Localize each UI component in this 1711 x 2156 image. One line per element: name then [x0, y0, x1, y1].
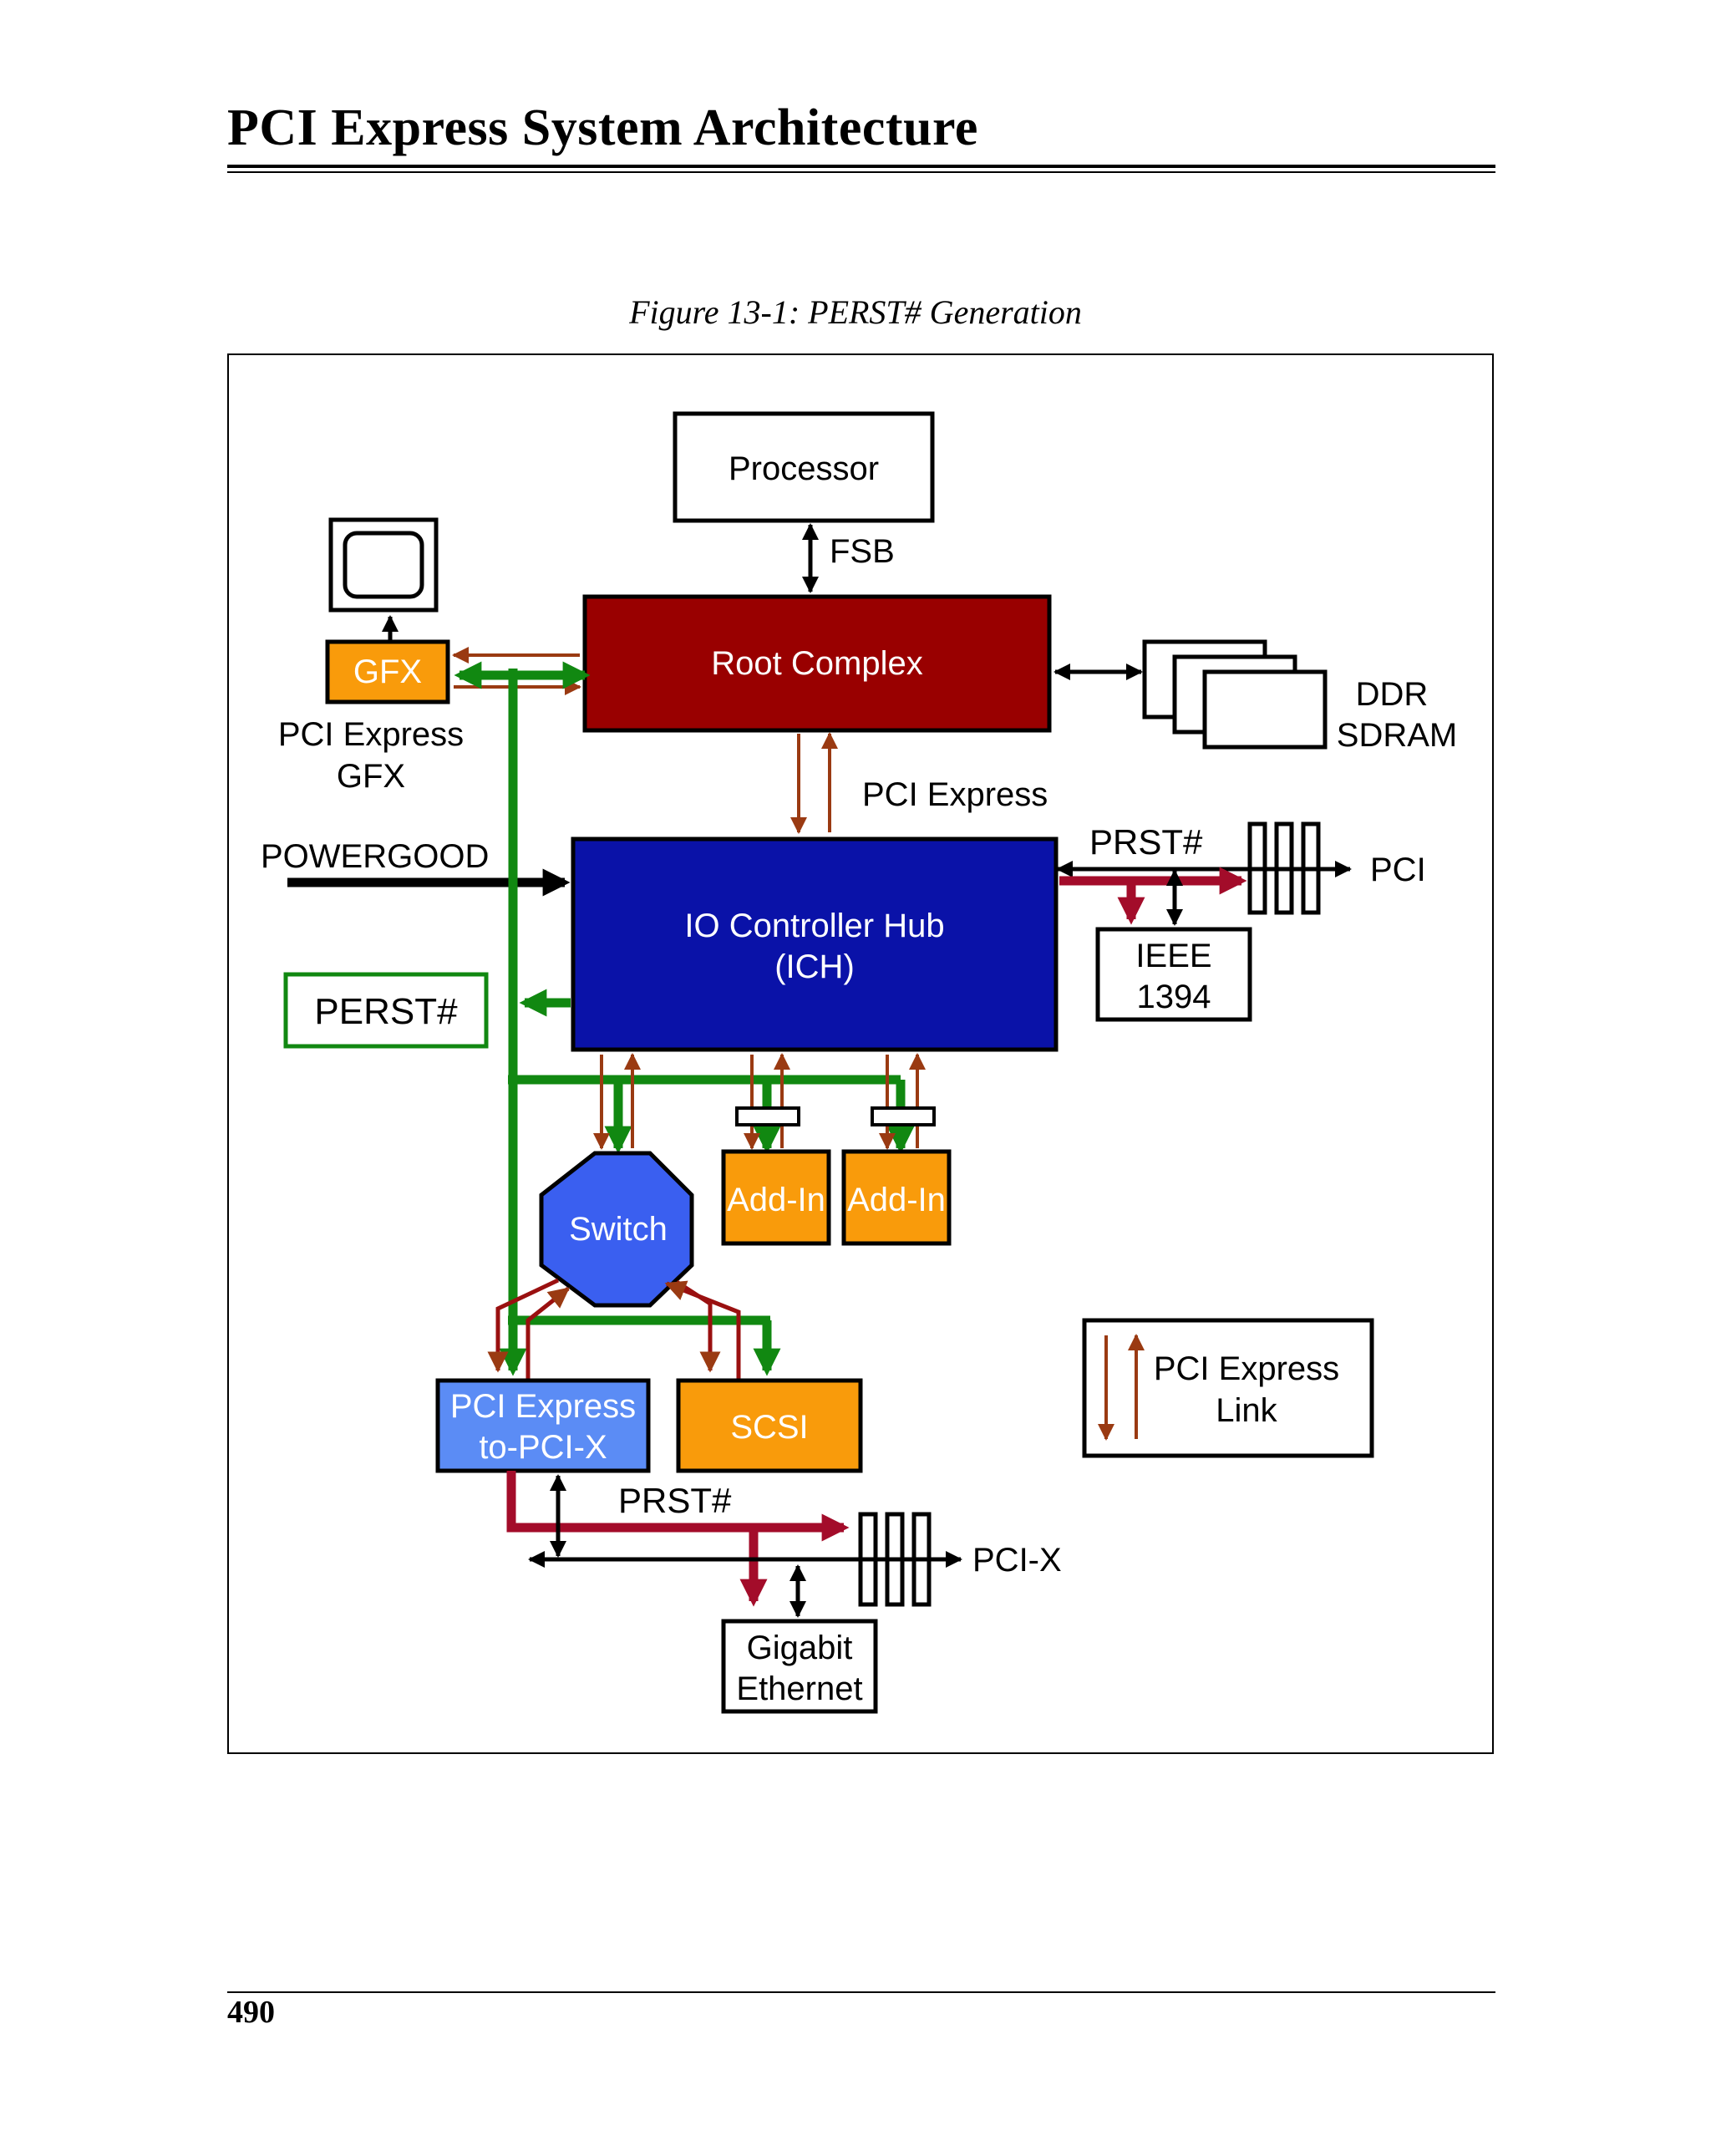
prst-top-label: PRST#	[1089, 822, 1203, 862]
footer-rule	[227, 1991, 1495, 1993]
processor-block: Processor	[673, 411, 935, 523]
switch-scsi-link-up	[664, 1280, 741, 1381]
gigabit-ethernet-block: Gigabit Ethernet	[721, 1619, 878, 1714]
pci-label: PCI	[1370, 852, 1426, 888]
switch-bridge-link-down	[487, 1278, 560, 1373]
bridge-label-line1: PCI Express	[450, 1388, 636, 1425]
ich-block: IO Controller Hub (ICH)	[571, 836, 1059, 1052]
addin-card-1: Add-In	[721, 1149, 831, 1246]
figure-caption: Figure 13-1: PERST# Generation	[629, 293, 1082, 331]
page-header-title: PCI Express System Architecture	[227, 99, 978, 156]
gfx-caption-line2: GFX	[337, 758, 405, 795]
pci-express-label: PCI Express	[862, 776, 1048, 813]
legend-label-line2: Link	[1216, 1392, 1277, 1429]
switch-label: Switch	[569, 1211, 668, 1248]
pcie-to-pcix-bridge: PCI Express to-PCI-X	[435, 1378, 651, 1473]
pci-connector-icon	[1247, 821, 1321, 915]
gfx-label: GFX	[353, 653, 422, 690]
monitor-icon	[328, 517, 439, 613]
fsb-label: FSB	[830, 533, 895, 570]
ddr-label-line2: SDRAM	[1337, 717, 1457, 754]
gige-label-line1: Gigabit	[747, 1630, 853, 1666]
page-number: 490	[227, 1995, 275, 2030]
switch-bridge-link-up	[525, 1287, 570, 1381]
ddr-sdram-stack	[1142, 639, 1328, 750]
addin-card-2: Add-In	[841, 1149, 952, 1246]
pcix-connector-icon	[858, 1512, 932, 1607]
header-rule	[227, 165, 1495, 168]
perst-box: PERST#	[283, 972, 489, 1049]
gfx-block: GFX	[325, 639, 450, 704]
prst-bottom-arrow	[506, 1471, 850, 1542]
root-complex-label: Root Complex	[711, 645, 922, 682]
perst-label: PERST#	[314, 991, 458, 1032]
scsi-label: SCSI	[730, 1409, 808, 1446]
slot-connector-2	[871, 1106, 936, 1126]
legend-label-line1: PCI Express	[1154, 1350, 1339, 1387]
figure-frame	[227, 353, 1494, 1754]
scsi-block: SCSI	[676, 1378, 863, 1473]
bridge-label-line2: to-PCI-X	[479, 1429, 607, 1466]
header-rule-thin	[227, 171, 1495, 173]
root-complex-block: Root Complex	[582, 594, 1052, 733]
gige-label-line2: Ethernet	[736, 1670, 862, 1707]
prst-bottom-label: PRST#	[618, 1481, 732, 1520]
ich-label-line2: (ICH)	[774, 948, 855, 985]
ich-label-line1: IO Controller Hub	[684, 908, 944, 944]
switch-block: Switch	[539, 1151, 694, 1308]
slot-connector-1	[735, 1106, 800, 1126]
powergood-label: POWERGOOD	[261, 838, 489, 875]
addin-card-1-label: Add-In	[727, 1182, 825, 1218]
ieee-1394-block: IEEE 1394	[1095, 927, 1252, 1022]
processor-label: Processor	[729, 450, 879, 487]
ieee-label-line1: IEEE	[1135, 938, 1211, 974]
ddr-label-line1: DDR	[1356, 676, 1429, 713]
ieee-label-line2: 1394	[1137, 979, 1211, 1015]
legend-box: PCI Express Link	[1082, 1318, 1374, 1458]
addin-card-2-label: Add-In	[847, 1182, 946, 1218]
gfx-caption-line1: PCI Express	[278, 716, 464, 753]
pcix-label: PCI-X	[972, 1542, 1062, 1579]
